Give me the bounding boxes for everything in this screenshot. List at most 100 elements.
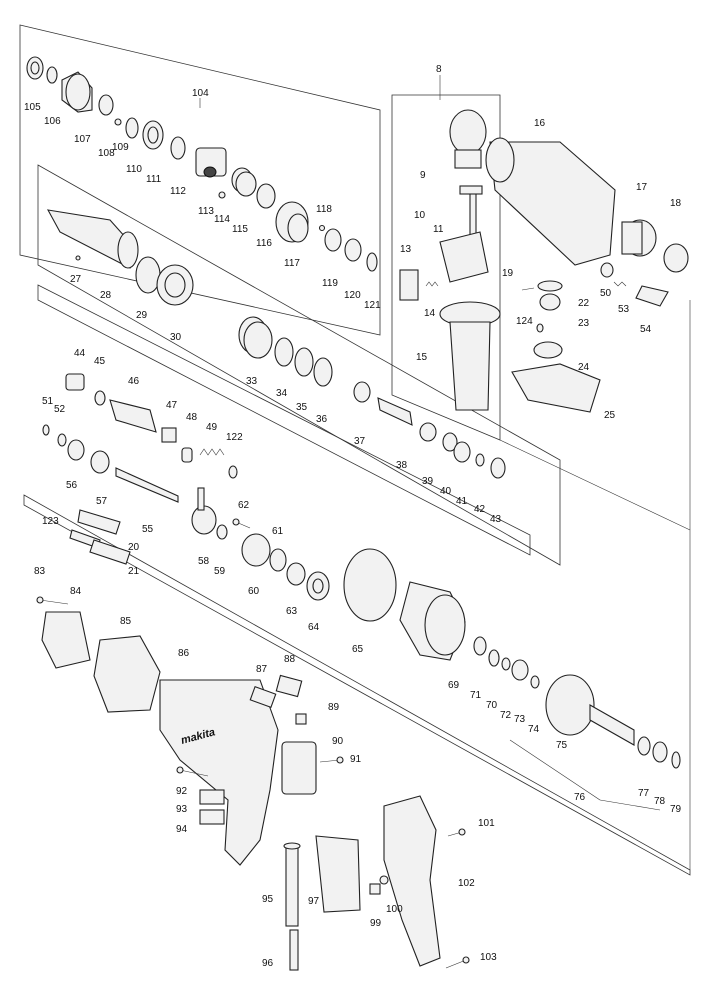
label-86: 86: [178, 648, 190, 659]
label-64: 64: [308, 622, 320, 633]
part-120-washer: [344, 238, 362, 262]
part-69-bearing-housing: [399, 581, 466, 661]
label-33: 33: [246, 376, 258, 387]
label-40: 40: [440, 486, 452, 497]
part-79-ring: [671, 751, 681, 769]
label-47: 47: [166, 400, 178, 411]
label-51: 51: [42, 396, 54, 407]
label-28: 28: [100, 290, 112, 301]
frame-gear-assembly: [37, 164, 561, 566]
part-61-bearing: [269, 548, 287, 572]
part-10-bolt: [459, 185, 483, 239]
label-19: 19: [502, 268, 514, 279]
label-25: 25: [604, 410, 616, 421]
label-48: 48: [186, 412, 198, 423]
part-121-clip: [366, 252, 378, 272]
label-95: 95: [262, 894, 274, 905]
part-119-ring: [324, 228, 342, 252]
part-114-ball: [218, 191, 226, 199]
label-111: 111: [146, 174, 162, 185]
label-93: 93: [176, 804, 188, 815]
label-112: 112: [170, 186, 186, 197]
label-46: 46: [128, 376, 140, 387]
label-124: 124: [516, 316, 533, 327]
part-34-oring: [274, 337, 294, 367]
label-123: 123: [42, 516, 59, 527]
label-62: 62: [238, 500, 250, 511]
label-103: 103: [480, 952, 497, 963]
part-49-spring: [199, 448, 225, 456]
part-39-ring: [419, 422, 437, 442]
part-25-cover: [511, 363, 601, 413]
part-95-rod: [283, 842, 301, 927]
part-47-bracket: [161, 427, 177, 443]
label-16: 16: [534, 118, 546, 129]
part-122-ring: [228, 465, 238, 479]
part-115-spring: [231, 167, 257, 197]
label-117: 117: [284, 258, 300, 269]
label-27: 27: [70, 274, 82, 285]
part-44-piston: [65, 373, 85, 391]
part-107-sleeve: [61, 71, 93, 113]
part-88-label: [275, 674, 303, 698]
part-84-baffle: [41, 611, 91, 669]
part-108-ring: [98, 94, 114, 116]
part-60-cam: [241, 533, 271, 567]
part-9-band: [449, 109, 487, 169]
label-8: 8: [436, 64, 442, 75]
label-39: 39: [422, 476, 434, 487]
label-24: 24: [578, 362, 590, 373]
label-94: 94: [176, 824, 188, 835]
part-48-pin: [181, 447, 193, 463]
label-56: 56: [66, 480, 78, 491]
label-105: 105: [24, 102, 41, 113]
label-120: 120: [344, 290, 361, 301]
label-49: 49: [206, 422, 218, 433]
label-89: 89: [328, 702, 340, 713]
label-58: 58: [198, 556, 210, 567]
part-78-bearing: [652, 741, 668, 763]
part-65-oring: [343, 548, 397, 622]
label-43: 43: [490, 514, 502, 525]
label-30: 30: [170, 332, 182, 343]
label-54: 54: [640, 324, 652, 335]
label-73: 73: [514, 714, 526, 725]
part-116-ring: [256, 183, 276, 209]
label-22: 22: [578, 298, 590, 309]
label-118: 118: [316, 204, 332, 215]
label-38: 38: [396, 460, 408, 471]
part-42-ring: [475, 453, 485, 467]
part-56-gear: [67, 439, 85, 461]
part-50-nut: [600, 262, 614, 278]
label-77: 77: [638, 788, 650, 799]
label-50: 50: [600, 288, 612, 299]
part-85-field: [93, 635, 161, 713]
label-74: 74: [528, 724, 540, 735]
label-96: 96: [262, 958, 274, 969]
label-114: 114: [214, 214, 230, 225]
part-90-brush-holder: [281, 741, 317, 795]
part-118-ball: [318, 224, 326, 232]
part-43-clip: [490, 457, 506, 479]
label-90: 90: [332, 736, 344, 747]
label-44: 44: [74, 348, 86, 359]
label-42: 42: [474, 504, 486, 515]
part-73-bearing: [511, 659, 529, 681]
label-57: 57: [96, 496, 108, 507]
label-101: 101: [478, 818, 495, 829]
label-84: 84: [70, 586, 82, 597]
part-45-oring: [94, 390, 106, 406]
part-41-bush: [453, 441, 471, 463]
label-104: 104: [192, 88, 209, 99]
part-117-sleeve: [275, 201, 309, 243]
label-29: 29: [136, 310, 148, 321]
label-79: 79: [670, 804, 682, 815]
label-92: 92: [176, 786, 188, 797]
part-75-armature: [545, 674, 635, 746]
part-15-grip: [439, 301, 501, 411]
part-51-washer: [42, 424, 50, 436]
label-91: 91: [350, 754, 362, 765]
part-71-washer: [473, 636, 487, 656]
label-23: 23: [578, 318, 590, 329]
